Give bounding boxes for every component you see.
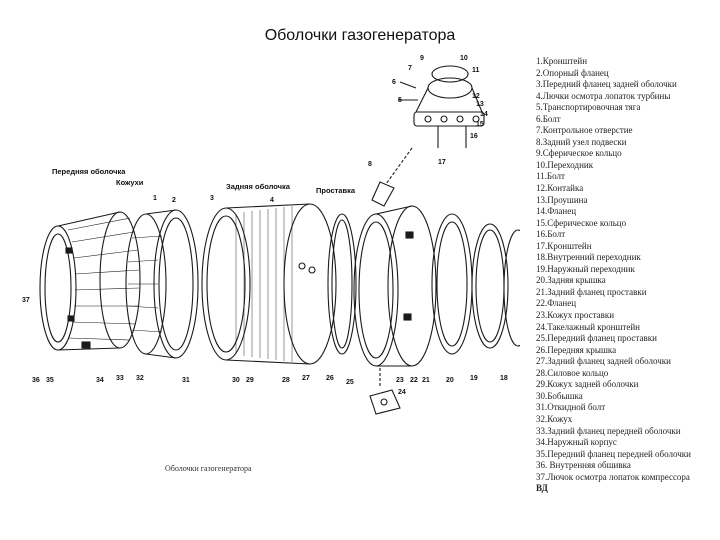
front-shell-label: Передняя оболочка [52,167,126,176]
legend-item: 30.Бобышка [536,390,583,401]
legend-item: 16.Болт [536,229,566,240]
callout-22: 22 [410,377,418,384]
legend-item: 31.Откидной болт [536,402,606,413]
legend-item: 14.Фланец [536,206,577,217]
callout-24: 24 [398,389,406,396]
callout-10: 10 [460,55,468,62]
slide-title: Оболочки газогенератора [264,27,456,44]
callout-19: 19 [470,375,478,382]
callout-26: 26 [326,375,334,382]
rear-adapters-drawing [431,213,520,355]
legend-item: 36. Внутренняя обшивка [536,460,631,471]
exploded-assembly-diagram: Передняя оболочка Кожухи Задняя оболочка… [22,55,520,415]
spacer-drawing [353,205,437,367]
callout-7: 7 [408,65,412,72]
spacer-label: Проставка [316,186,356,195]
legend-item: 33.Задний фланец передней оболочки [536,425,681,436]
legend-item: 29.Кожух задней оболочки [536,379,639,390]
legend-item: 12.Контайка [536,183,584,194]
legend-item: 28.Силовое кольцо [536,367,609,378]
callout-2: 2 [172,197,176,204]
callout-16: 16 [470,133,478,140]
legend-item: 17.Кронштейн [536,240,592,251]
callout-34: 34 [96,377,104,384]
legend-item: 7.Контрольное отверстие [536,125,633,136]
legend-item: 2.Опорный фланец [536,67,609,78]
callout-20: 20 [446,377,454,384]
callout-36: 36 [32,377,40,384]
legend-suffix: ВД [536,483,548,494]
legend-item: 34.Наружный корпус [536,437,617,448]
callout-6: 6 [392,79,396,86]
casings-label: Кожухи [116,178,144,187]
callout-12: 12 [472,93,480,100]
callout-9: 9 [420,55,424,62]
legend-item: 3.Передний фланец задней оболочки [536,79,677,90]
callout-11: 11 [472,67,480,74]
callout-25: 25 [346,379,354,386]
callout-13: 13 [476,101,484,108]
callout-15: 15 [476,121,484,128]
callout-35: 35 [46,377,54,384]
callout-28: 28 [282,377,290,384]
legend-item: 13.Проушина [536,194,588,205]
callout-8: 8 [368,161,372,168]
callout-27: 27 [302,375,310,382]
legend-item: 19.Наружный переходник [536,263,635,274]
figure-caption: Оболочки газогенератора [165,464,252,473]
legend-item: 25.Передний фланец проставки [536,333,657,344]
legend-item: 11.Болт [536,171,565,182]
rear-shell-drawing [201,203,337,365]
suspension-unit-drawing [371,65,485,207]
callout-29: 29 [246,377,254,384]
rear-shell-label: Задняя оболочка [226,182,291,191]
legend-item: 23.Кожух проставки [536,310,615,321]
legend-item: 5.Транспортировочная тяга [536,102,641,113]
callout-31: 31 [182,377,190,384]
callout-17: 17 [438,159,446,166]
callout-4: 4 [270,197,274,204]
parts-legend: 1.Кронштейн 2.Опорный фланец 3.Передний … [536,56,718,495]
legend-item: 9.Сферическое кольцо [536,148,622,159]
casings-drawing [125,209,199,359]
callout-5: 5 [398,97,402,104]
callout-18: 18 [500,375,508,382]
callout-33: 33 [116,375,124,382]
callout-1: 1 [153,195,157,202]
front-shell-drawing [39,211,141,351]
callout-14: 14 [480,111,488,118]
rigging-bracket-drawing [369,368,401,415]
legend-item: 20.Задняя крышка [536,275,606,286]
legend-item: 4.Лючки осмотра лопаток турбины [536,90,671,101]
legend-item: 15.Сферическое кольцо [536,217,627,228]
legend-item: 27.Задний фланец задней оболочки [536,356,671,367]
legend-item: 18.Внутренний переходник [536,252,641,263]
legend-item: 32.Кожух [536,413,573,424]
legend-item: 26.Передняя крышка [536,344,617,355]
callout-3: 3 [210,195,214,202]
callout-32: 32 [136,375,144,382]
legend-item: 6.Болт [536,113,561,124]
legend-item: 10.Переходник [536,159,594,170]
callout-37: 37 [22,297,30,304]
legend-item: 35.Передний фланец передней оболочки [536,448,691,459]
legend-item: 1.Кронштейн [536,56,588,66]
legend-item: 21.Задний фланец проставки [536,286,647,297]
spacer-ring-drawing [327,213,357,355]
legend-item: 37.Лючок осмотра лопаток компрессора [536,471,690,482]
callout-21: 21 [422,377,430,384]
legend-item: 22.Фланец [536,298,577,309]
legend-item: 8.Задний узел подвески [536,136,627,147]
callout-23: 23 [396,377,404,384]
callout-30: 30 [232,377,240,384]
legend-item: 24.Такелажный кронштейн [536,321,640,332]
